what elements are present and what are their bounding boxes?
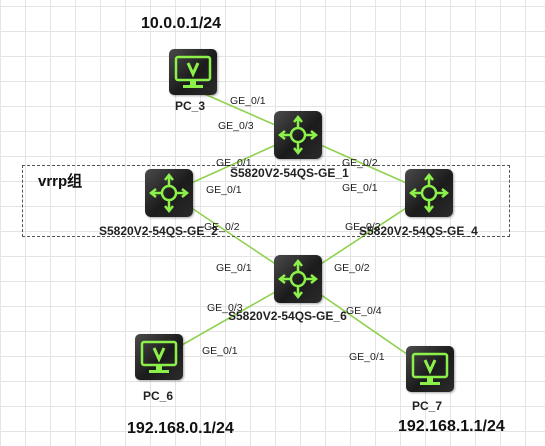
pc7-ip-label: 192.168.1.1/24 bbox=[398, 418, 505, 435]
switch-sw2-node[interactable] bbox=[145, 169, 193, 217]
pc-monitor-icon bbox=[174, 55, 212, 88]
pc-monitor-icon bbox=[411, 352, 449, 385]
sw6-name-label: S5820V2-54QS-GE_6 bbox=[228, 309, 347, 323]
port-label-sw6-to-sw4: GE_0/2 bbox=[334, 262, 370, 274]
switch-arrows-icon bbox=[277, 114, 319, 156]
sw2-name-label: S5820V2-54QS-GE_2 bbox=[99, 224, 218, 238]
sw1-name-label: S5820V2-54QS-GE_1 bbox=[230, 166, 349, 180]
pc3-name-label: PC_3 bbox=[175, 99, 206, 113]
port-label-sw2-to-sw1: GE_0/1 bbox=[206, 184, 242, 196]
port-label-sw1-to-sw2: GE_0/1 bbox=[216, 157, 252, 169]
sw4-name-label: S5820V2-54QS-GE_4 bbox=[359, 224, 478, 238]
vrrp-group-box bbox=[22, 165, 510, 237]
pc3-node[interactable] bbox=[169, 49, 217, 95]
switch-sw1-node[interactable] bbox=[274, 111, 322, 159]
port-label-sw4-to-sw1: GE_0/1 bbox=[342, 182, 378, 194]
pc-monitor-icon bbox=[140, 340, 178, 373]
port-label-sw6-to-sw2: GE_0/1 bbox=[216, 262, 252, 274]
pc3-ip-label: 10.0.0.1/24 bbox=[141, 15, 222, 32]
port-label-sw2-to-sw6: GE_0/2 bbox=[204, 221, 240, 233]
switch-sw4-node[interactable] bbox=[405, 169, 453, 217]
switch-arrows-icon bbox=[408, 172, 450, 214]
pc7-name-label: PC_7 bbox=[412, 399, 443, 413]
port-label-pc3-side: GE_0/1 bbox=[230, 95, 266, 107]
pc7-node[interactable] bbox=[406, 346, 454, 392]
port-label-sw4-to-sw6: GE_0/2 bbox=[345, 221, 381, 233]
port-label-sw1-to-pc3: GE_0/3 bbox=[218, 120, 254, 132]
switch-arrows-icon bbox=[148, 172, 190, 214]
pc6-ip-label: 192.168.0.1/24 bbox=[127, 420, 234, 437]
switch-arrows-icon bbox=[277, 258, 319, 300]
port-label-sw6-to-pc7: GE_0/4 bbox=[346, 305, 382, 317]
port-label-pc7-side: GE_0/1 bbox=[349, 351, 385, 363]
port-label-pc6-side: GE_0/1 bbox=[202, 345, 238, 357]
pc6-name-label: PC_6 bbox=[143, 389, 174, 403]
switch-sw6-node[interactable] bbox=[274, 255, 322, 303]
port-label-sw6-to-pc6: GE_0/3 bbox=[207, 302, 243, 314]
port-label-sw1-to-sw4: GE_0/2 bbox=[342, 157, 378, 169]
pc6-node[interactable] bbox=[135, 334, 183, 380]
vrrp-group-label: vrrp组 bbox=[38, 173, 83, 190]
